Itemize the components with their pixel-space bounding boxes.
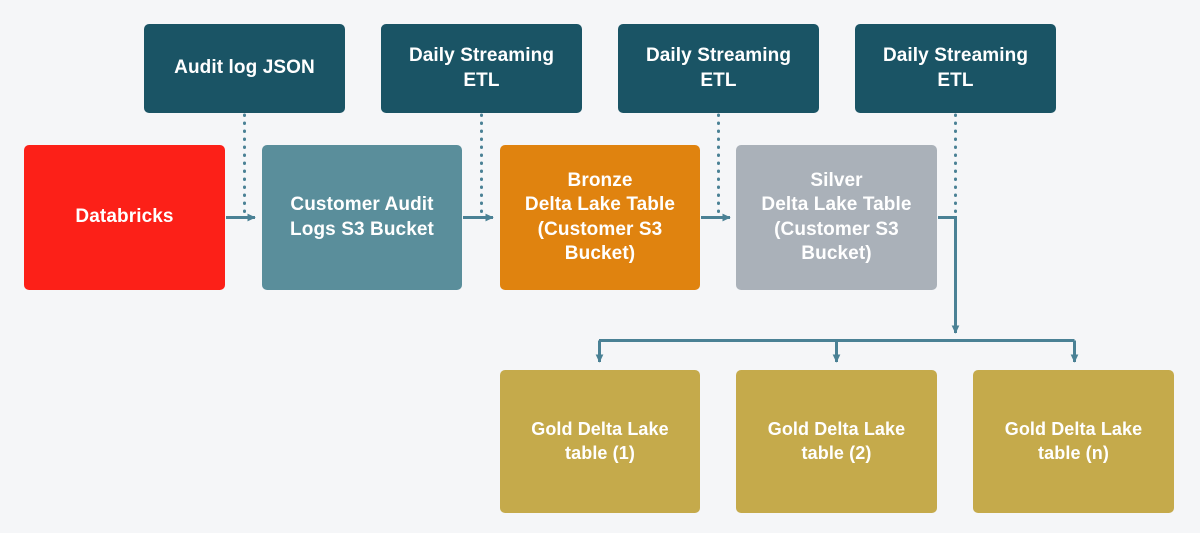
node-audit-log-json[interactable]: Audit log JSON xyxy=(144,24,345,113)
node-daily-streaming-etl-2[interactable]: Daily Streaming ETL xyxy=(618,24,819,113)
node-silver-delta-lake-table[interactable]: Silver Delta Lake Table (Customer S3 Buc… xyxy=(736,145,937,290)
node-label: Daily Streaming ETL xyxy=(645,45,792,91)
node-daily-streaming-etl-1[interactable]: Daily Streaming ETL xyxy=(381,24,582,113)
node-label: Gold Delta Lake table (1) xyxy=(531,419,669,463)
node-label: Gold Delta Lake table (2) xyxy=(767,419,906,463)
node-gold-delta-lake-table-n[interactable]: Gold Delta Lake table (n) xyxy=(973,370,1174,513)
node-gold-delta-lake-table-2[interactable]: Gold Delta Lake table (2) xyxy=(736,370,937,513)
node-bronze-delta-lake-table[interactable]: Bronze Delta Lake Table (Customer S3 Buc… xyxy=(500,145,700,290)
node-label: Daily Streaming ETL xyxy=(882,45,1029,91)
node-label: Databricks xyxy=(75,206,174,228)
node-gold-delta-lake-table-1[interactable]: Gold Delta Lake table (1) xyxy=(500,370,700,513)
node-label: Customer Audit Logs S3 Bucket xyxy=(290,194,434,240)
node-daily-streaming-etl-3[interactable]: Daily Streaming ETL xyxy=(855,24,1056,113)
node-label: Silver Delta Lake Table (Customer S3 Buc… xyxy=(761,169,912,264)
node-label: Gold Delta Lake table (n) xyxy=(1004,419,1143,463)
node-customer-audit-logs-s3-bucket[interactable]: Customer Audit Logs S3 Bucket xyxy=(262,145,462,290)
silver-drop-to-bus xyxy=(938,216,960,334)
node-label: Audit log JSON xyxy=(174,57,315,79)
node-databricks[interactable]: Databricks xyxy=(24,145,225,290)
node-label: Daily Streaming ETL xyxy=(408,45,555,91)
node-label: Bronze Delta Lake Table (Customer S3 Buc… xyxy=(524,169,676,264)
